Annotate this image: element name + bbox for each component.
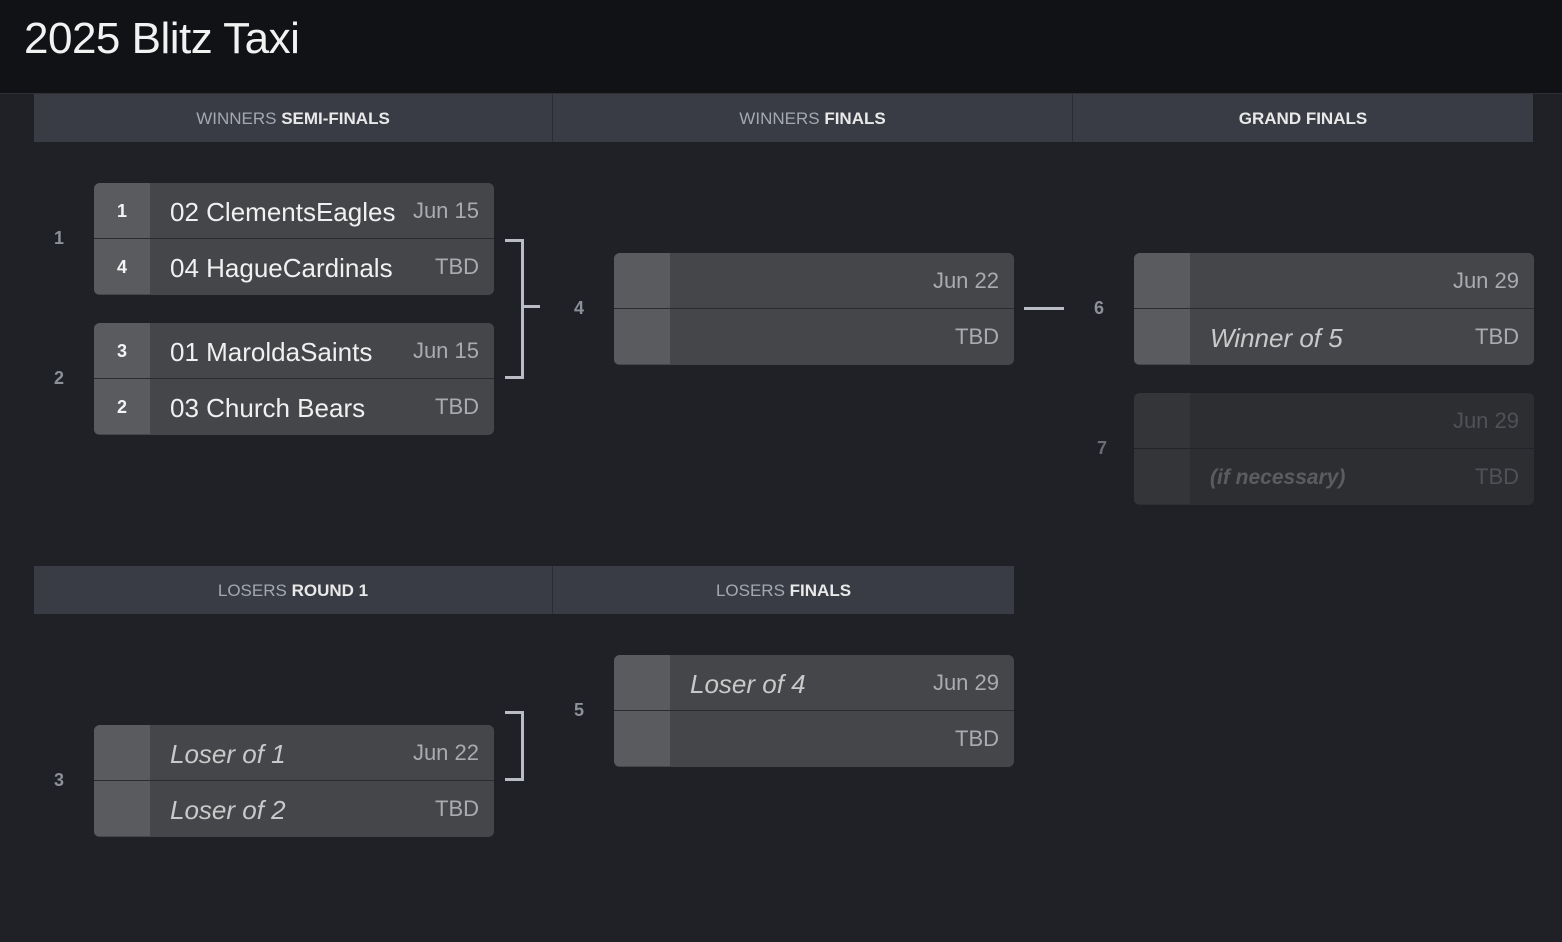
header-label: GRAND FINALS: [1238, 109, 1368, 128]
seed: [614, 711, 670, 766]
match-time: TBD: [435, 796, 479, 821]
header-prefix: LOSERS: [217, 581, 287, 600]
header-label: SEMI-FINALS: [281, 109, 390, 128]
seed: 3: [94, 323, 150, 378]
match-row[interactable]: Jun 29: [1134, 393, 1534, 448]
seed: [614, 655, 670, 710]
match-row[interactable]: Jun 22: [614, 253, 1014, 308]
divider: [1134, 308, 1534, 309]
divider: [94, 238, 494, 239]
header-losers-finals: LOSERS FINALS: [553, 566, 1014, 614]
bracket-connector-stub: [1024, 307, 1064, 310]
match-time: TBD: [955, 726, 999, 751]
header-winners-finals: WINNERS FINALS: [553, 94, 1073, 142]
header-losers-round-1: LOSERS ROUND 1: [34, 566, 553, 614]
match-7[interactable]: Jun 29 (if necessary) TBD: [1134, 393, 1534, 505]
match-4[interactable]: Jun 22 TBD: [614, 253, 1014, 365]
header-prefix: WINNERS: [196, 109, 277, 128]
team-placeholder: Loser of 4: [690, 669, 806, 699]
match-row[interactable]: 2 03 Church Bears TBD: [94, 379, 494, 434]
match-date: Jun 15: [412, 338, 479, 363]
match-number: 2: [53, 368, 64, 388]
match-number: 4: [573, 298, 584, 318]
team-placeholder: Winner of 5: [1210, 323, 1343, 353]
match-date: Jun 29: [1452, 408, 1519, 433]
match-date: Jun 29: [1452, 268, 1519, 293]
match-date: Jun 29: [932, 670, 999, 695]
match-row[interactable]: 4 04 HagueCardinals TBD: [94, 239, 494, 294]
bracket-connector: [505, 711, 524, 781]
team-name: 02 ClementsEagles: [170, 197, 396, 227]
match-time: TBD: [955, 324, 999, 349]
seed: [1134, 393, 1190, 448]
header-label: ROUND 1: [291, 581, 369, 600]
match-row[interactable]: TBD: [614, 309, 1014, 364]
header-grand-finals: GRAND FINALS: [1073, 94, 1533, 142]
seed: 1: [94, 183, 150, 238]
match-row[interactable]: Loser of 2 TBD: [94, 781, 494, 836]
seed: 4: [94, 239, 150, 294]
match-5[interactable]: Loser of 4 Jun 29 TBD: [614, 655, 1014, 767]
bracket-connector: [505, 239, 524, 379]
team-placeholder: Loser of 1: [170, 739, 286, 769]
header-prefix: WINNERS: [739, 109, 820, 128]
match-row[interactable]: Loser of 4 Jun 29: [614, 655, 1014, 710]
match-row[interactable]: 3 01 MaroldaSaints Jun 15: [94, 323, 494, 378]
match-date: Jun 15: [412, 198, 479, 223]
team-name: 03 Church Bears: [170, 393, 366, 423]
divider: [94, 378, 494, 379]
seed: [614, 253, 670, 308]
match-time: TBD: [1475, 464, 1519, 489]
match-row[interactable]: Jun 29: [1134, 253, 1534, 308]
header-winners-semifinals: WINNERS SEMI-FINALS: [34, 94, 553, 142]
match-row[interactable]: Loser of 1 Jun 22: [94, 725, 494, 780]
header-prefix: LOSERS: [715, 581, 785, 600]
seed: [1134, 449, 1190, 504]
page-title: 2025 Blitz Taxi: [24, 14, 300, 63]
match-6[interactable]: Jun 29 Winner of 5 TBD: [1134, 253, 1534, 365]
top-bar: 2025 Blitz Taxi: [0, 0, 1562, 94]
match-row[interactable]: (if necessary) TBD: [1134, 449, 1534, 504]
divider: [614, 308, 1014, 309]
match-time: TBD: [1475, 324, 1519, 349]
match-number: 7: [1096, 438, 1107, 458]
seed: [614, 309, 670, 364]
divider: [94, 780, 494, 781]
match-number: 3: [53, 770, 64, 790]
match-time: TBD: [435, 254, 479, 279]
seed: 2: [94, 379, 150, 434]
match-date: Jun 22: [412, 740, 479, 765]
match-time: TBD: [435, 394, 479, 419]
match-1[interactable]: 1 02 ClementsEagles Jun 15 4 04 HagueCar…: [94, 183, 494, 295]
divider: [1134, 448, 1534, 449]
seed: [1134, 253, 1190, 308]
match-number: 5: [573, 700, 584, 720]
match-2[interactable]: 3 01 MaroldaSaints Jun 15 2 03 Church Be…: [94, 323, 494, 435]
match-date: Jun 22: [932, 268, 999, 293]
match-row[interactable]: Winner of 5 TBD: [1134, 309, 1534, 364]
match-3[interactable]: Loser of 1 Jun 22 Loser of 2 TBD: [94, 725, 494, 837]
seed: [94, 725, 150, 780]
bracket-connector-stub: [524, 305, 540, 308]
match-number: 1: [53, 228, 64, 248]
header-label: FINALS: [789, 581, 852, 600]
seed: [94, 781, 150, 836]
match-row[interactable]: 1 02 ClementsEagles Jun 15: [94, 183, 494, 238]
match-row[interactable]: TBD: [614, 711, 1014, 766]
team-placeholder: (if necessary): [1210, 466, 1346, 489]
header-label: FINALS: [824, 109, 886, 128]
match-number: 6: [1093, 298, 1104, 318]
team-name: 04 HagueCardinals: [170, 253, 393, 283]
team-name: 01 MaroldaSaints: [170, 337, 373, 367]
team-placeholder: Loser of 2: [170, 795, 286, 825]
divider: [614, 710, 1014, 711]
seed: [1134, 309, 1190, 364]
